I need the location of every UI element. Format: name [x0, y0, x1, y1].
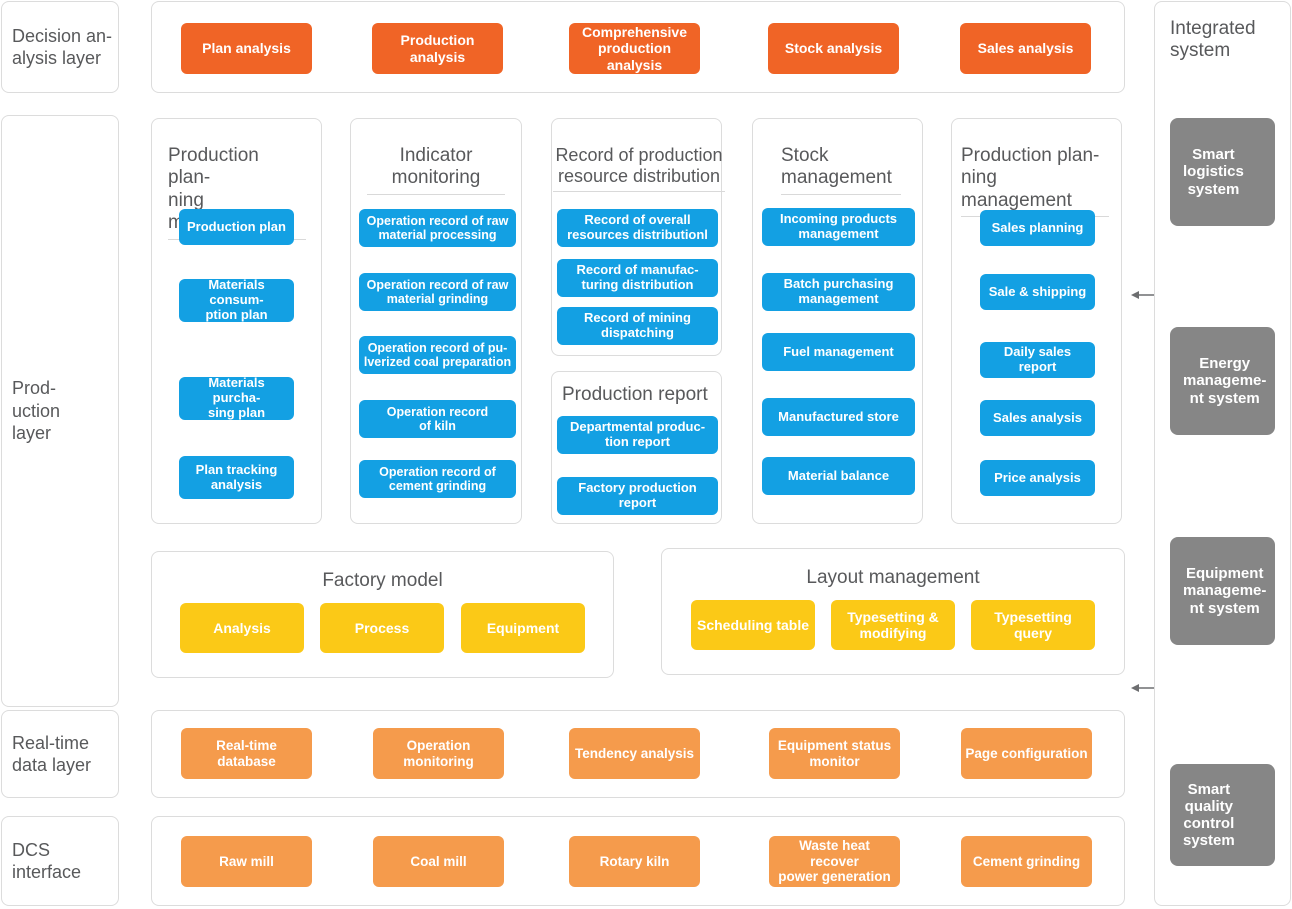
decision-analysis-panel: Plan analysis Production analysis Compre… [151, 1, 1125, 93]
layer-label-realtime-data-text: Real-time data layer [12, 732, 92, 776]
chip-sales-analysis-column[interactable]: Sales analysis [980, 400, 1095, 436]
layer-label-dcs-interface-text: DCS interface [12, 839, 82, 883]
chip-daily-sales-report[interactable]: Daily sales report [980, 342, 1095, 378]
column-sales-planning-management: Production plan- ning management Sales p… [951, 118, 1122, 524]
chip-batch-purchasing-management[interactable]: Batch purchasing management [762, 273, 915, 311]
chip-cement-grinding[interactable]: Cement grinding [961, 836, 1092, 887]
arrow-left-lower [1131, 681, 1155, 695]
chip-production-analysis[interactable]: Production analysis [372, 23, 503, 74]
chip-record-of-overall-resources-distribution[interactable]: Record of overall resources distribution… [557, 209, 718, 247]
chip-energy-management-system[interactable]: Energy manageme- nt system [1170, 327, 1275, 435]
chip-smart-logistics-system[interactable]: Smart logistics system [1170, 118, 1275, 226]
chip-equipment-management-system[interactable]: Equipment manageme- nt system [1170, 537, 1275, 645]
chip-plan-analysis[interactable]: Plan analysis [181, 23, 312, 74]
chip-materials-consumption-plan[interactable]: Materials consum- ption plan [179, 277, 294, 322]
panel-layout-management: Layout management Scheduling table Types… [661, 548, 1125, 675]
column-title-production-report: Production report [562, 384, 708, 405]
chip-equipment[interactable]: Equipment [461, 603, 585, 653]
chip-coal-mill[interactable]: Coal mill [373, 836, 504, 887]
chip-sale-and-shipping[interactable]: Sale & shipping [980, 274, 1095, 310]
chip-operation-monitoring[interactable]: Operation monitoring [373, 728, 504, 779]
chip-operation-record-pulverized-coal-preparation[interactable]: Operation record of pu- lverized coal pr… [359, 336, 516, 374]
chip-typesetting-and-modifying[interactable]: Typesetting & modifying [831, 600, 955, 650]
panel-integrated-system: Integrated system Smart logistics system… [1154, 1, 1291, 906]
chip-operation-record-raw-material-grinding[interactable]: Operation record of raw material grindin… [359, 273, 516, 311]
chip-materials-purchasing-plan[interactable]: Materials purcha- sing plan [179, 375, 294, 420]
column-title-sales-planning-management: Production plan- ning management [961, 145, 1109, 217]
chip-material-balance[interactable]: Material balance [762, 457, 915, 495]
panel-factory-model: Factory model Analysis Process Equipment [151, 551, 614, 678]
column-indicator-monitoring: Indicator monitoring Operation record of… [350, 118, 522, 524]
integrated-system-title: Integrated system [1170, 18, 1256, 62]
chip-scheduling-table[interactable]: Scheduling table [691, 600, 815, 650]
chip-sales-analysis[interactable]: Sales analysis [960, 23, 1091, 74]
column-title-record-of-production-resource-distribution: Record of production resource distributi… [553, 145, 725, 192]
chip-factory-production-report[interactable]: Factory production report [557, 477, 718, 515]
chip-incoming-products-management[interactable]: Incoming products management [762, 208, 915, 246]
chip-departmental-production-report[interactable]: Departmental produc- tion report [557, 416, 718, 454]
section-title-layout-management: Layout management [806, 567, 980, 588]
chip-typesetting-query[interactable]: Typesetting query [971, 600, 1095, 650]
chip-operation-record-raw-material-processing[interactable]: Operation record of raw material process… [359, 209, 516, 247]
column-title-indicator-monitoring: Indicator monitoring [367, 145, 505, 195]
chip-rotary-kiln[interactable]: Rotary kiln [569, 836, 700, 887]
column-record-of-production-resource-distribution: Record of production resource distributi… [551, 118, 725, 356]
layer-label-dcs-interface: DCS interface [1, 816, 119, 906]
chip-record-of-mining-dispatching[interactable]: Record of mining dispatching [557, 307, 718, 345]
layer-label-realtime-data: Real-time data layer [1, 710, 119, 798]
chip-equipment-status-monitor[interactable]: Equipment status monitor [769, 728, 900, 779]
panel-realtime-data-layer: Real-time database Operation monitoring … [151, 710, 1125, 798]
column-stock-management: Stock management Incoming products manag… [752, 118, 923, 524]
chip-production-plan[interactable]: Production plan [179, 209, 294, 245]
chip-record-of-manufacturing-distribution[interactable]: Record of manufac- turing distribution [557, 259, 718, 297]
chip-operation-record-of-kiln[interactable]: Operation record of kiln [359, 400, 516, 438]
chip-plan-tracking-analysis[interactable]: Plan tracking analysis [179, 456, 294, 499]
chip-analysis[interactable]: Analysis [180, 603, 304, 653]
section-title-factory-model: Factory model [322, 570, 443, 591]
chip-process[interactable]: Process [320, 603, 444, 653]
column-title-stock-management: Stock management [781, 145, 901, 195]
chip-page-configuration[interactable]: Page configuration [961, 728, 1092, 779]
chip-tendency-analysis[interactable]: Tendency analysis [569, 728, 700, 779]
chip-waste-heat-recover-power-generation[interactable]: Waste heat recover power generation [769, 836, 900, 887]
chip-manufactured-store[interactable]: Manufactured store [762, 398, 915, 436]
chip-stock-analysis[interactable]: Stock analysis [768, 23, 899, 74]
chip-price-analysis[interactable]: Price analysis [980, 460, 1095, 496]
chip-comprehensive-production-analysis[interactable]: Comprehensive production analysis [569, 23, 700, 74]
layer-label-decision-analysis: Decision an- alysis layer [1, 1, 119, 93]
layer-label-production-text: Prod- uction layer [12, 378, 61, 444]
chip-sales-planning[interactable]: Sales planning [980, 210, 1095, 246]
panel-dcs-interface-layer: Raw mill Coal mill Rotary kiln Waste hea… [151, 816, 1125, 906]
chip-fuel-management[interactable]: Fuel management [762, 333, 915, 371]
layer-label-production: Prod- uction layer [1, 115, 119, 707]
chip-smart-quality-control-system[interactable]: Smart quality control system [1170, 764, 1275, 866]
chip-raw-mill[interactable]: Raw mill [181, 836, 312, 887]
chip-operation-record-cement-grinding[interactable]: Operation record of cement grinding [359, 460, 516, 498]
arrow-left-upper [1131, 288, 1155, 302]
chip-real-time-database[interactable]: Real-time database [181, 728, 312, 779]
column-production-planning-management: Production plan- ning management Product… [151, 118, 322, 524]
layer-label-decision-analysis-text: Decision an- alysis layer [12, 25, 113, 69]
column-production-report: Production report Departmental produc- t… [551, 371, 722, 524]
